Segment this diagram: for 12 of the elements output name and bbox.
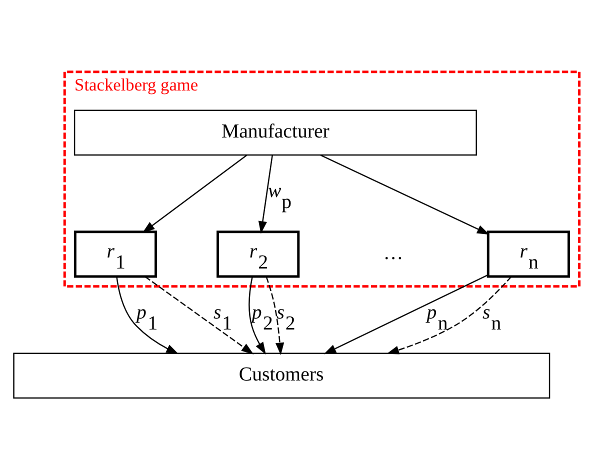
arrow (266, 276, 284, 355)
node-box: Customers (13, 352, 550, 398)
arrow (324, 274, 488, 354)
arrow (386, 276, 512, 354)
arrow (258, 154, 273, 234)
arrow (142, 154, 248, 232)
arrow (116, 276, 179, 354)
arrow (248, 276, 266, 354)
label: … (383, 241, 404, 264)
node-box: Manufacturer (74, 109, 477, 156)
arrow (144, 276, 254, 354)
arrow (320, 154, 490, 234)
